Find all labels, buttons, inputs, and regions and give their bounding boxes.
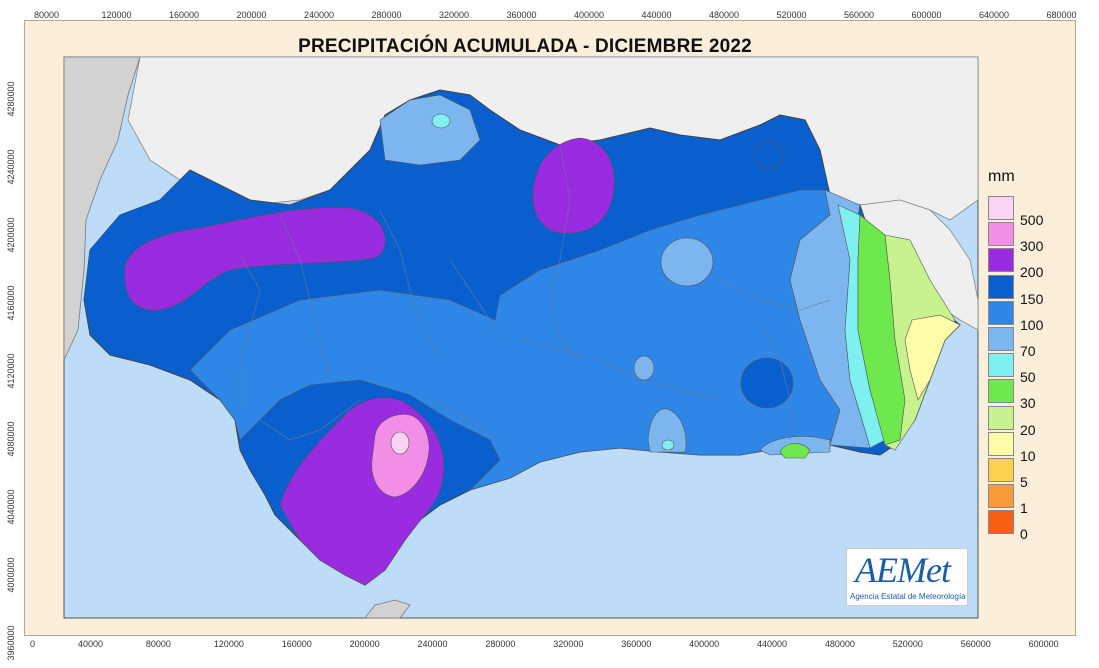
top-axis-tick: 360000: [506, 10, 537, 20]
top-axis-tick: 520000: [776, 10, 807, 20]
top-axis-tick: 320000: [439, 10, 470, 20]
top-axis-tick: 80000: [34, 10, 60, 20]
legend-swatch: [988, 248, 1014, 273]
bottom-axis-tick: 400000: [689, 639, 720, 649]
bottom-axis-tick: 520000: [892, 639, 923, 649]
bottom-axis-tick: 120000: [213, 639, 244, 649]
bottom-axis-tick: 600000: [1028, 639, 1059, 649]
zone-10mm-east: [904, 314, 961, 401]
bottom-axis-tick: 560000: [960, 639, 991, 649]
top-axis-tick: 560000: [844, 10, 875, 20]
legend-swatch: [988, 484, 1014, 509]
legend-label: 1: [1020, 500, 1028, 517]
province-borders: [239, 144, 831, 441]
top-axis-tick: 200000: [236, 10, 267, 20]
bottom-axis-tick: 360000: [621, 639, 652, 649]
bottom-axis-tick: 280000: [485, 639, 516, 649]
legend-swatch: [988, 274, 1014, 299]
legend-label: 50: [1020, 369, 1036, 386]
zone-70mm-small-circle: [633, 355, 655, 381]
legend-swatch: [988, 196, 1014, 220]
bottom-axis-tick: 480000: [824, 639, 855, 649]
zone-50mm-north: [431, 113, 451, 129]
precipitation-map: [63, 56, 979, 619]
zone-300mm-south: [371, 414, 430, 498]
legend-label: 100: [1020, 316, 1044, 333]
bottom-axis-tick: 320000: [553, 639, 584, 649]
bottom-axis-tick: 0: [30, 639, 36, 649]
legend-swatch: [988, 405, 1014, 430]
top-axis-tick: 400000: [574, 10, 605, 20]
zone-500mm-south: [390, 431, 410, 455]
bottom-axis-tick: 200000: [349, 639, 380, 649]
zone-70mm-north: [379, 94, 481, 166]
legend-swatch: [988, 327, 1014, 351]
top-axis-tick: 440000: [641, 10, 672, 20]
legend-swatch: [988, 222, 1014, 247]
legend-label: 20: [1020, 421, 1036, 438]
legend-swatch: [988, 379, 1014, 404]
legend-label: 200: [1020, 264, 1044, 281]
legend-swatch: [988, 353, 1014, 378]
legend-swatch: [988, 431, 1014, 456]
legend-swatch: [988, 510, 1014, 535]
zone-30mm-coast: [779, 443, 811, 459]
top-axis-tick: 480000: [709, 10, 740, 20]
zone-70mm-south-bump: [647, 408, 687, 453]
top-axis-tick: 160000: [169, 10, 200, 20]
top-axis-tick: 280000: [371, 10, 402, 20]
top-axis-tick: 600000: [911, 10, 942, 20]
top-axis-tick: 240000: [304, 10, 335, 20]
bottom-axis-tick: 440000: [757, 639, 788, 649]
bottom-axis-tick: 40000: [78, 639, 104, 649]
legend-label: 0: [1020, 526, 1028, 543]
zone-150mm-circle-se: [740, 357, 794, 409]
aemet-logo-subtitle: Agencia Estatal de Meteorología: [850, 592, 966, 601]
top-axis-tick: 680000: [1046, 10, 1077, 20]
bottom-axis-tick: 240000: [417, 639, 448, 649]
aemet-logo-text: AEMet: [855, 550, 951, 590]
legend-label: 300: [1020, 238, 1044, 255]
legend-label: 30: [1020, 395, 1036, 412]
legend-label: 150: [1020, 290, 1044, 307]
bottom-axis-tick: 80000: [145, 639, 171, 649]
aemet-logo: AEMet Agencia Estatal de Meteorología: [846, 548, 968, 606]
legend-label: 10: [1020, 447, 1036, 464]
bottom-axis-tick: 160000: [281, 639, 312, 649]
portugal-land: [63, 56, 141, 361]
legend-unit: mm: [988, 168, 1015, 185]
legend-label: 70: [1020, 343, 1036, 359]
legend-swatch: [988, 300, 1014, 325]
zone-50mm-south-small: [661, 439, 675, 451]
morocco-land: [364, 599, 411, 619]
zone-150mm-circle-ne: [754, 140, 784, 170]
zone-200mm-north: [532, 137, 615, 234]
zone-100mm-west: [84, 170, 200, 300]
legend-label: 500: [1020, 212, 1044, 228]
map-title: PRECIPITACIÓN ACUMULADA - DICIEMBRE 2022: [298, 36, 752, 57]
legend-label: 5: [1020, 474, 1028, 490]
top-axis-tick: 640000: [979, 10, 1010, 20]
zone-200mm-west: [124, 207, 386, 311]
zone-70mm-east-bubble: [660, 237, 714, 287]
legend-swatch: [988, 458, 1014, 482]
top-axis-tick: 120000: [101, 10, 132, 20]
